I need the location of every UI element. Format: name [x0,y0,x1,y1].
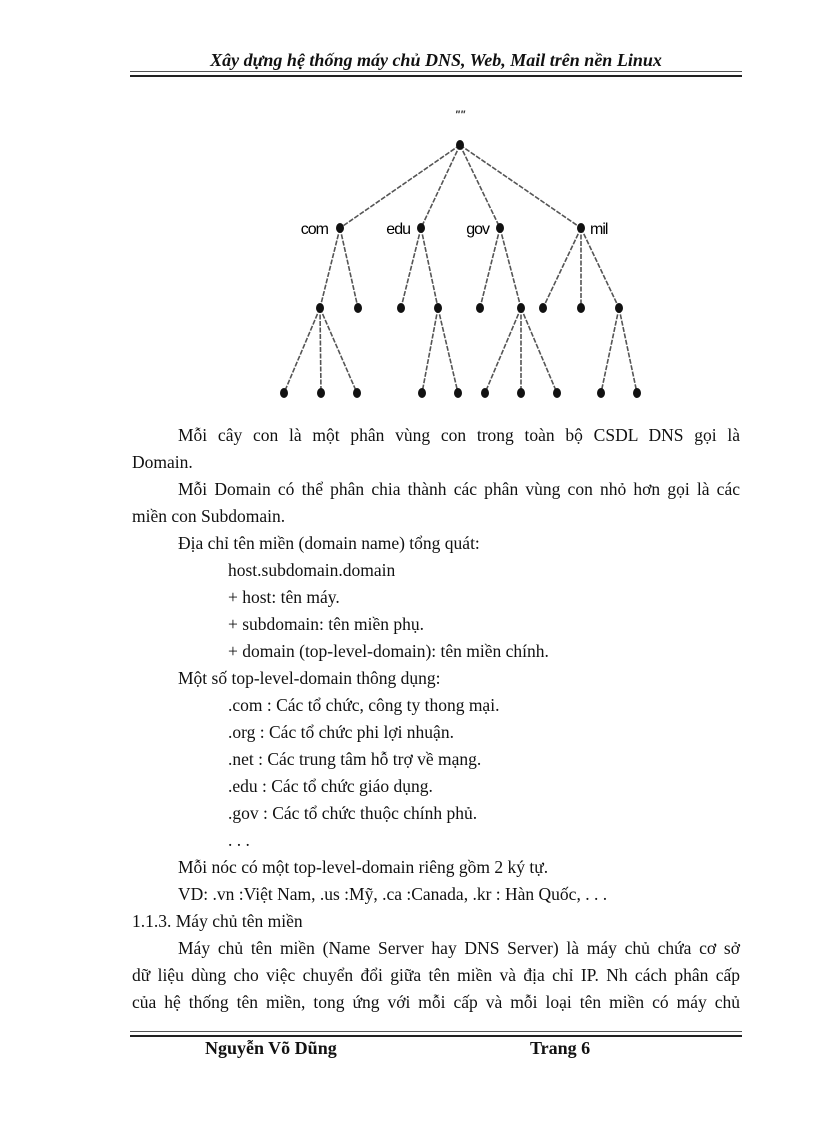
tree-node [397,303,405,313]
tree-node [418,388,426,398]
footer-rule [130,1031,742,1037]
tree-edge [499,227,522,309]
text-line: + subdomain: tên miền phụ. [228,614,425,634]
text-line: Mỗi cây con là một phân vùng con trong t… [178,425,740,445]
tree-node [434,303,442,313]
tree-node [496,223,504,233]
tree-edge [420,227,439,309]
text-line: VD: .vn :Việt Nam, .us :Mỹ, .ca :Canada,… [178,884,608,904]
footer-author: Nguyễn Võ Dũng [205,1038,337,1058]
tree-node [481,388,489,398]
text-line: Một số top-level-domain thông dụng: [178,668,441,688]
text-line: Domain. [132,452,193,472]
tree-node [577,303,585,313]
label-com: com [301,221,329,238]
footer-page-number: Trang 6 [530,1038,591,1058]
tree-node [633,388,641,398]
tree-node [353,388,361,398]
tree-edge [520,307,558,394]
text-line: dữ liệu dùng cho việc chuyển đổi giữa tê… [132,965,740,985]
tree-node [553,388,561,398]
root-label: "" [455,109,466,121]
tree-edge [421,307,439,394]
tree-edge [420,144,461,229]
text-line: .net : Các trung tâm hỗ trợ về mạng. [228,749,482,769]
text-line: host.subdomain.domain [228,560,396,580]
tree-edge [484,307,522,394]
text-line: Địa chỉ tên miền (domain name) tổng quát… [178,533,480,553]
tree-edge [600,307,620,394]
tree-node [456,140,464,150]
header-rule [130,71,742,77]
text-line: .edu : Các tổ chức giáo dụng. [228,776,433,796]
tree-node [577,223,585,233]
tree-node [454,388,462,398]
text-line: Máy chủ tên miền (Name Server hay DNS Se… [178,938,740,958]
tree-node [539,303,547,313]
tree-node [597,388,605,398]
text-line: của hệ thống tên miền, tong ứng với mỗi … [132,992,740,1012]
label-edu: edu [386,221,410,238]
text-line: Mỗi nóc có một top-level-domain riêng gồ… [178,857,549,877]
tree-node [354,303,362,313]
text-line: .com : Các tổ chức, công ty thong mại. [228,695,500,715]
dns-tree-diagram: "" com edu gov mil [280,109,641,398]
tree-edge [400,227,422,309]
tree-edge [319,307,358,394]
tree-edge [437,307,459,394]
tree-node [476,303,484,313]
tree-edge [479,227,501,309]
text-line: + host: tên máy. [228,587,340,607]
label-gov: gov [466,221,490,238]
text-line: .org : Các tổ chức phi lợi nhuận. [228,722,454,742]
tree-edge [459,144,582,229]
text-line: miền con Subdomain. [132,506,286,526]
tree-node [317,388,325,398]
tree-node [316,303,324,313]
text-line: 1.1.3. Máy chủ tên miền [132,911,303,931]
tree-node [615,303,623,313]
label-mil: mil [590,221,608,238]
tree-node [517,388,525,398]
tree-node [417,223,425,233]
tree-edge [339,227,359,309]
tree-node [280,388,288,398]
tree-edge [542,227,582,309]
tree-edge [618,307,638,394]
text-line: .gov : Các tổ chức thuộc chính phủ. [228,803,478,823]
running-header: Xây dựng hệ thống máy chủ DNS, Web, Mail… [210,50,662,70]
tree-edge [283,307,321,394]
tree-edge [319,307,322,394]
tree-edge [580,227,620,309]
text-line: + domain (top-level-domain): tên miền ch… [228,641,549,661]
text-line: Mỗi Domain có thể phân chia thành các ph… [178,479,740,499]
tree-edge [319,227,341,309]
tree-edge [339,144,461,229]
tree-node [336,223,344,233]
tree-node [517,303,525,313]
tree-edge [459,144,501,229]
text-line: . . . [228,830,250,850]
